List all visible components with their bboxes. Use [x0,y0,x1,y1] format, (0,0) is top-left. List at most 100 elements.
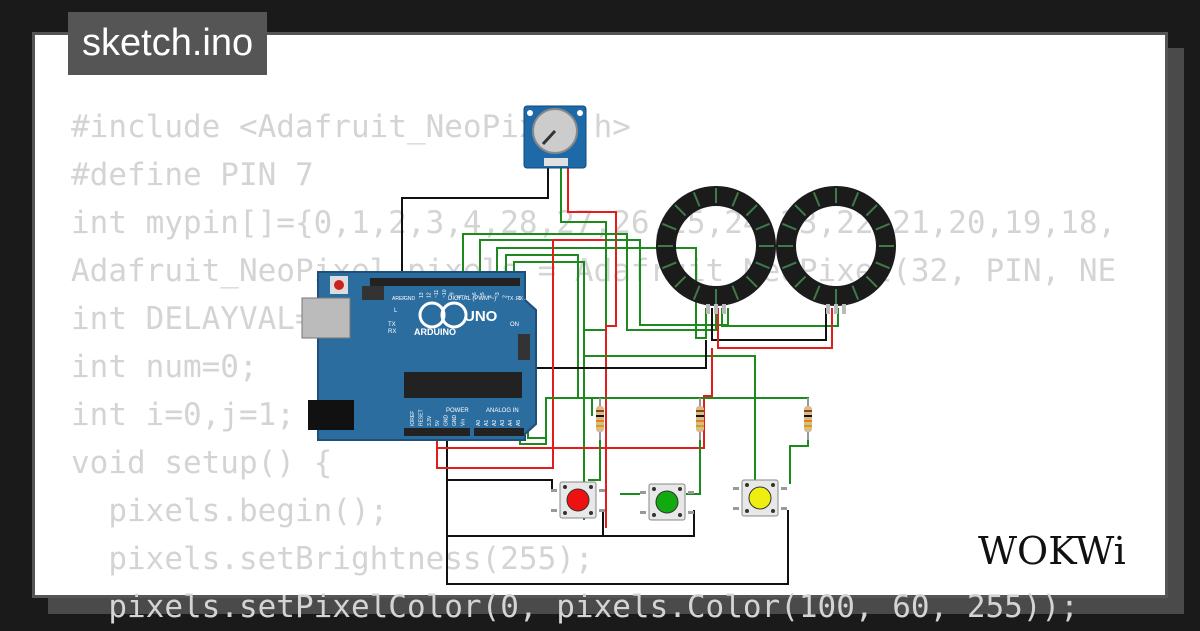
arduino-uno-board[interactable]: UNO ARDUINO DIGITAL (PWM ~) POWER ANALOG… [301,271,537,441]
wire [721,308,839,327]
tx-label: TX [388,322,396,328]
red-push-button[interactable] [551,481,605,519]
analog-header [474,428,524,436]
on-label: ON [510,322,519,328]
pin-label: 12 [427,292,433,298]
wire [505,254,593,416]
power-header [404,428,470,436]
neopixel-led [875,261,890,270]
power-label: POWER [446,408,469,414]
pin-label: A3 [500,420,506,426]
power-jack [308,400,354,430]
neopixel-led [875,222,890,231]
neopixel-led [812,285,821,300]
wire [567,166,617,528]
neopixel-led [851,192,860,207]
neopixel-led [851,285,860,300]
neopixel-led [865,275,878,288]
pin-label: ~10 [442,289,448,298]
pin-label: 2 [503,295,509,298]
resistor[interactable] [696,398,704,440]
pin-label: A0 [476,420,482,426]
pin-label: GND [444,415,450,427]
code-line: int DELAYVAL= [71,301,314,337]
neopixel-led [794,275,807,288]
pin-label: GND [452,415,458,427]
neopixel-ring-2[interactable] [776,186,896,314]
digital-header [370,278,520,286]
pin-label: ~11 [434,290,440,298]
atmega-chip [404,372,522,398]
code-line: #define PIN 7 [71,157,314,193]
pin-label: ~9 [449,292,455,298]
rx-label: RX [388,329,396,335]
neopixel-led [745,204,758,217]
wire [479,239,729,326]
wire [436,239,606,469]
green-button-cap [655,490,679,514]
neopixel-led [662,222,677,231]
code-line: pixels.setPixelColor(0, pixels.Color(100… [71,589,1079,625]
wire [588,436,601,481]
potentiometer[interactable] [523,105,587,169]
wire [446,428,553,490]
pin-label: RESET [418,409,424,426]
code-line: int i=0,j=1; [71,397,295,433]
pin-label: ~6 [472,292,478,298]
neopixel-led [745,275,758,288]
neopixel-led [865,204,878,217]
pin-label: IOREF [410,411,416,426]
arduino-infinity-icon [418,301,446,329]
neopixel-ring-1[interactable] [656,186,776,314]
wokwi-logo: WOKWi [978,529,1126,573]
analog-label: ANALOG IN [486,408,519,414]
digital-label: DIGITAL (PWM ~) [448,296,496,302]
pin-label: 4 [487,295,493,298]
wire [446,500,695,537]
code-line: int num=0; [71,349,258,385]
gnd-label: GND [404,296,416,302]
neopixel-led [662,261,677,270]
pin-label: 13 [419,292,425,298]
neopixel-led [692,285,701,300]
wire [519,397,809,445]
file-tab[interactable]: sketch.ino [68,12,268,75]
resistor[interactable] [804,398,812,440]
aref-label: AREF [392,296,405,302]
neopixel-led [731,192,740,207]
pin-label: A1 [484,420,490,426]
pin-label: 5V [435,419,441,426]
neopixel-led [782,222,797,231]
tx-pin-label: TX→1 [507,296,521,302]
wire [462,233,717,331]
usb-port [301,297,351,339]
board-model: UNO [464,308,498,325]
resistor[interactable] [596,398,604,440]
neopixel-led [674,275,687,288]
pin-label: ~5 [480,292,486,298]
code-line: pixels.begin(); [71,493,389,529]
pin-label: A4 [508,420,514,426]
neopixel-led [782,261,797,270]
pin-label: A5 [516,420,522,426]
yellow-push-button[interactable] [733,479,787,517]
wire [686,436,701,495]
rx-pin-label: RX←0 [516,296,531,302]
pin-label: A2 [492,420,498,426]
neopixel-led [731,285,740,300]
pin-label: 7 [465,295,471,298]
neopixel-led [812,192,821,207]
wire [711,308,827,341]
green-push-button[interactable] [640,483,694,521]
wire [446,510,789,585]
code-line: int mypin[]={0,1,2,3,4,28,27,26,25,24,23… [71,205,1117,241]
wire [513,261,756,480]
neopixel-led [692,192,701,207]
wire [789,436,809,484]
board-brand: ARDUINO [414,327,456,337]
yellow-button-cap [748,486,772,510]
code-line: pixels.setBrightness(255); [71,541,594,577]
red-button-cap [566,488,590,512]
pin-label: 3.3V [427,415,433,426]
